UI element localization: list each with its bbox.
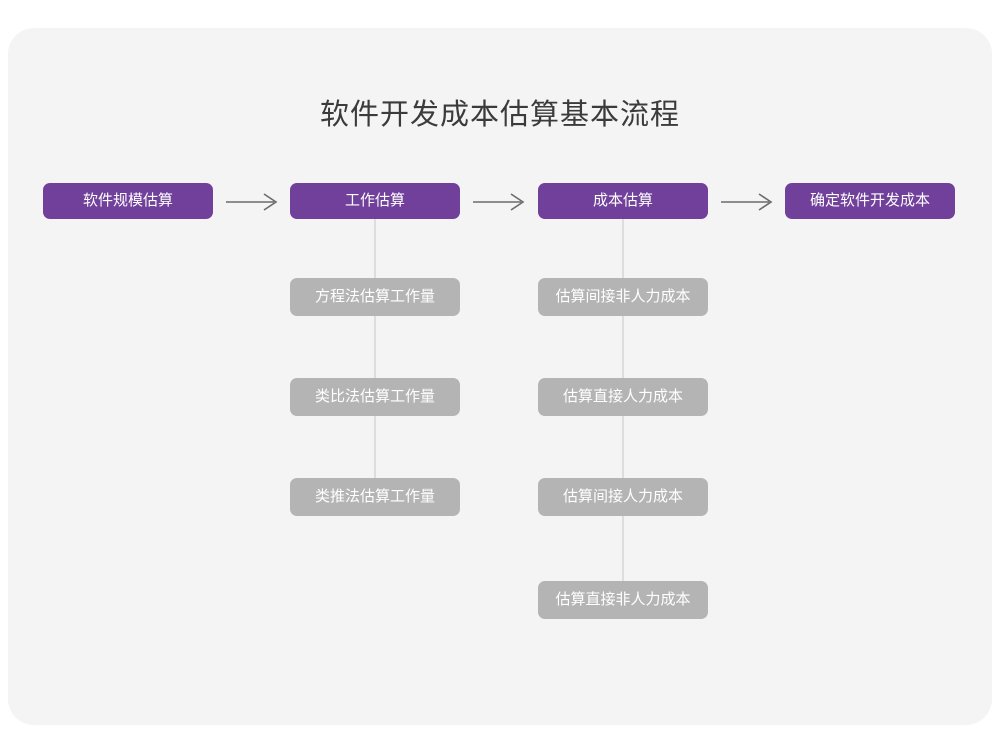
right-arrow-icon-3 xyxy=(719,190,777,214)
sub-box-stage-3-1[interactable]: 估算间接非人力成本 xyxy=(538,278,708,316)
sub-box-stage-2-3[interactable]: 类推法估算工作量 xyxy=(290,478,460,516)
connector-line-stage-2 xyxy=(374,218,376,498)
stage-box-2[interactable]: 工作估算 xyxy=(290,183,460,219)
stage-box-1[interactable]: 软件规模估算 xyxy=(43,183,213,219)
diagram-panel xyxy=(8,28,992,725)
stage-box-4[interactable]: 确定软件开发成本 xyxy=(785,183,955,219)
sub-box-stage-2-1[interactable]: 方程法估算工作量 xyxy=(290,278,460,316)
page-title: 软件开发成本估算基本流程 xyxy=(319,99,680,131)
sub-box-stage-3-2[interactable]: 估算直接人力成本 xyxy=(538,378,708,416)
sub-box-stage-2-2[interactable]: 类比法估算工作量 xyxy=(290,378,460,416)
sub-box-stage-3-4[interactable]: 估算直接非人力成本 xyxy=(538,581,708,619)
right-arrow-icon-2 xyxy=(471,190,529,214)
sub-box-stage-3-3[interactable]: 估算间接人力成本 xyxy=(538,478,708,516)
stage-box-3[interactable]: 成本估算 xyxy=(538,183,708,219)
right-arrow-icon-1 xyxy=(224,190,282,214)
